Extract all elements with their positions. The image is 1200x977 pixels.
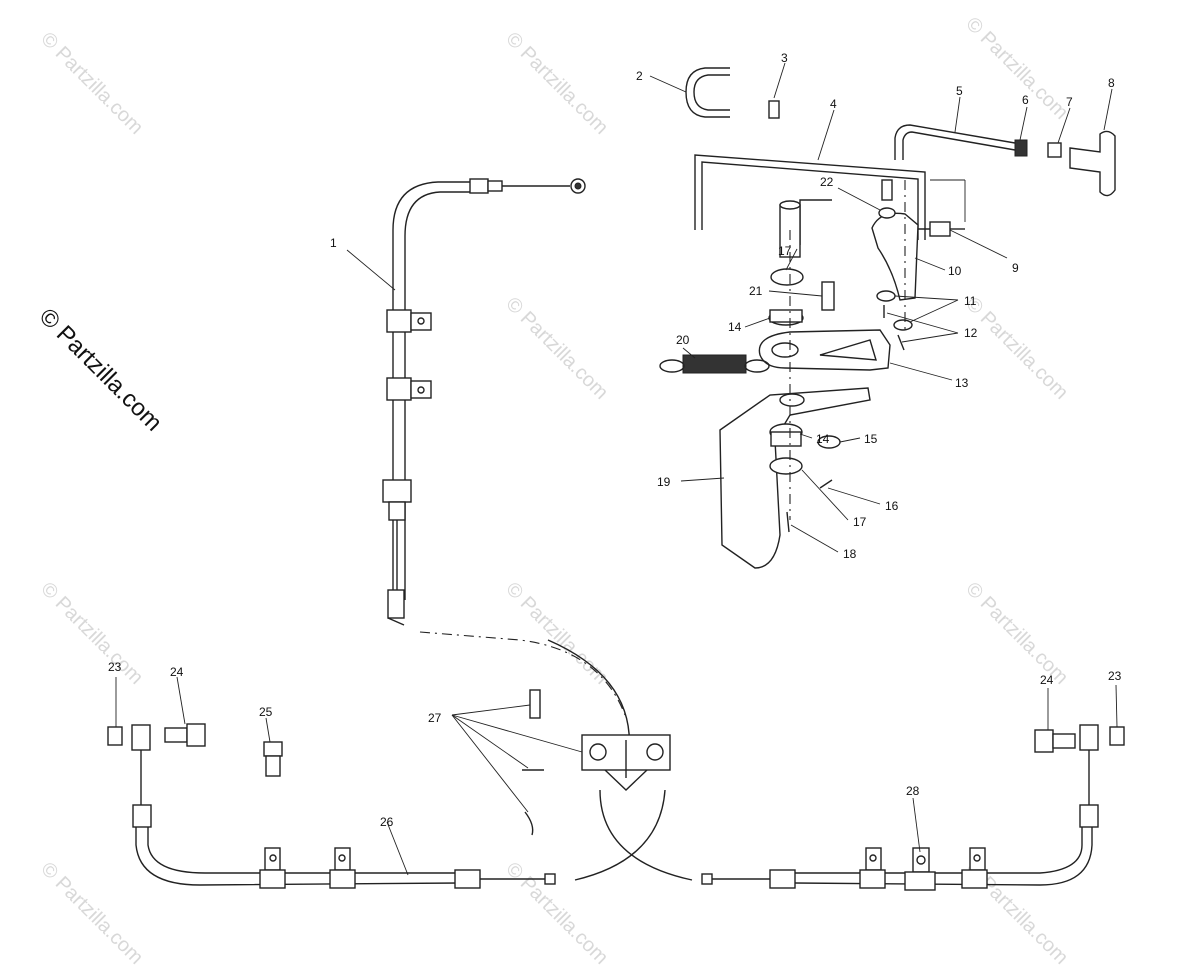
callouts: 1 2 3 4 5 6 7 8 9 10 11 12 13 14 14 15 1…: [108, 51, 1122, 829]
part-16-pin: [819, 479, 833, 489]
watermark: © Partzilla.com: [961, 293, 1072, 404]
part-23-nut: [107, 726, 123, 746]
callout-14: 14: [728, 320, 742, 334]
callout-15: 15: [864, 432, 878, 446]
part-24-bolt: [164, 723, 206, 747]
callout-26: 26: [380, 815, 394, 829]
part-28-cable: [701, 724, 1099, 891]
callout-8: 8: [1108, 76, 1115, 90]
callout-22: 22: [820, 175, 834, 189]
callout-16: 16: [885, 499, 899, 513]
callout-3: 3: [781, 51, 788, 65]
callout-17b: 17: [853, 515, 867, 529]
part-12-screw: [883, 305, 905, 351]
watermark: © Partzilla.com: [36, 578, 147, 689]
arc: [574, 789, 666, 881]
callout-13: 13: [955, 376, 969, 390]
part-17-washer: [770, 268, 804, 286]
part-23-nut: [1109, 726, 1125, 746]
part-2-u-bolt: [685, 67, 730, 118]
callout-18: 18: [843, 547, 857, 561]
part-8-t-handle: [1069, 130, 1116, 197]
part-17-washer: [769, 457, 803, 475]
part-5-rod: [894, 124, 1016, 160]
part-11-washer: [876, 290, 913, 331]
callout-7: 7: [1066, 95, 1073, 109]
part-7-nut: [1047, 142, 1062, 158]
leader-lines: [115, 62, 1118, 876]
callout-25: 25: [259, 705, 273, 719]
callout-17: 17: [778, 244, 792, 258]
part-3-nut: [768, 100, 780, 119]
part-4-bracket: [694, 154, 926, 258]
callout-24: 24: [170, 665, 184, 679]
part-22-washer: [878, 207, 896, 219]
watermark: © Partzilla.com: [501, 578, 612, 689]
callout-20: 20: [676, 333, 690, 347]
watermark: © Partzilla.com: [36, 28, 147, 139]
callout-9: 9: [1012, 261, 1019, 275]
part-14-bushing: [768, 309, 804, 326]
callout-21: 21: [749, 284, 763, 298]
watermark: © Partzilla.com: [36, 858, 147, 969]
callout-2: 2: [636, 69, 643, 83]
part-20-spring: [659, 354, 770, 374]
part-1-cable: [382, 178, 586, 626]
callout-1: 1: [330, 236, 337, 250]
part-27-bracket: [522, 689, 671, 836]
callout-23b: 23: [1108, 669, 1122, 683]
callout-12: 12: [964, 326, 978, 340]
part-10-lever: [871, 212, 919, 301]
callout-24b: 24: [1040, 673, 1054, 687]
callout-4: 4: [830, 97, 837, 111]
callout-6: 6: [1022, 93, 1029, 107]
watermark: © Partzilla.com: [961, 13, 1072, 124]
copyright-text: © Partzilla.com: [34, 303, 167, 436]
part-25-bolt: [263, 741, 283, 777]
part-18-screw: [786, 511, 790, 533]
callout-23: 23: [108, 660, 122, 674]
callout-5: 5: [956, 84, 963, 98]
watermark: © Partzilla.com: [501, 293, 612, 404]
part-26-cable: [131, 724, 556, 889]
callout-27: 27: [428, 711, 442, 725]
callout-11: 11: [964, 294, 977, 308]
part-24-bolt: [1034, 729, 1076, 753]
callout-19: 19: [657, 475, 671, 489]
watermark: © Partzilla.com: [961, 578, 1072, 689]
callout-14b: 14: [816, 432, 830, 446]
arc: [599, 789, 693, 881]
part-13-plate: [758, 329, 891, 371]
part-19-bracket: [719, 387, 871, 569]
watermark: © Partzilla.com: [501, 28, 612, 139]
callout-10: 10: [948, 264, 962, 278]
part-21-pin: [821, 281, 835, 311]
part-6-spring: [1014, 139, 1028, 157]
callout-28: 28: [906, 784, 920, 798]
